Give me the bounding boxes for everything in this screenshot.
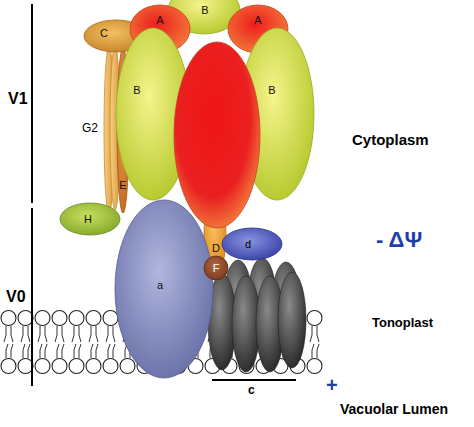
subunit-letter: B <box>268 84 275 96</box>
v1-bracket <box>31 4 33 203</box>
subunit-letter: D <box>212 242 220 254</box>
subunit-f: F <box>204 256 228 280</box>
region-label: Cytoplasm <box>352 132 429 149</box>
region-label-holder: Cytoplasm <box>352 132 429 149</box>
subunit-letter: E <box>119 179 126 191</box>
front-subunit-illustration <box>174 42 260 228</box>
charge-label: + <box>326 374 338 396</box>
subunit-label-holder: c <box>248 384 255 397</box>
membrane-label-holder: Tonoplast <box>372 316 433 330</box>
domain-label: V0 <box>6 288 26 306</box>
subunit-label: c <box>248 384 255 397</box>
subunit-d-small-shape <box>222 228 282 260</box>
subunit-letter: d <box>245 238 251 250</box>
subunit-letter: H <box>84 213 92 225</box>
subunit-letter: C <box>100 27 108 39</box>
membrane-label: Tonoplast <box>372 316 433 330</box>
domain-label: V1 <box>8 90 28 108</box>
subunit-label-holder: G2 <box>82 122 98 135</box>
region-label-holder: Vacuolar Lumen <box>340 402 448 417</box>
subunit-letter: a <box>157 279 163 291</box>
v0-bracket <box>31 208 33 386</box>
c-bracket <box>212 379 296 381</box>
subunit-a-membrane-shape <box>115 200 213 378</box>
region-label: Vacuolar Lumen <box>340 402 448 417</box>
charge-label-holder: + <box>326 374 338 396</box>
subunit-label: G2 <box>82 122 98 135</box>
subunit-letter: B <box>133 84 140 96</box>
subunit-h: H <box>60 203 120 235</box>
subunit-letter: A <box>254 14 261 26</box>
subunit-letter: B <box>201 4 208 16</box>
subunit-d-small: d <box>222 228 282 260</box>
subunit-letter: F <box>213 262 220 274</box>
subunit-a-membrane: a <box>115 200 213 378</box>
domain-label-holder: V1 <box>8 90 28 108</box>
subunit-letter: A <box>156 14 163 26</box>
potential-label-holder: - ΔΨ <box>376 228 422 252</box>
potential-label: - ΔΨ <box>376 228 422 252</box>
domain-label-holder: V0 <box>6 288 26 306</box>
